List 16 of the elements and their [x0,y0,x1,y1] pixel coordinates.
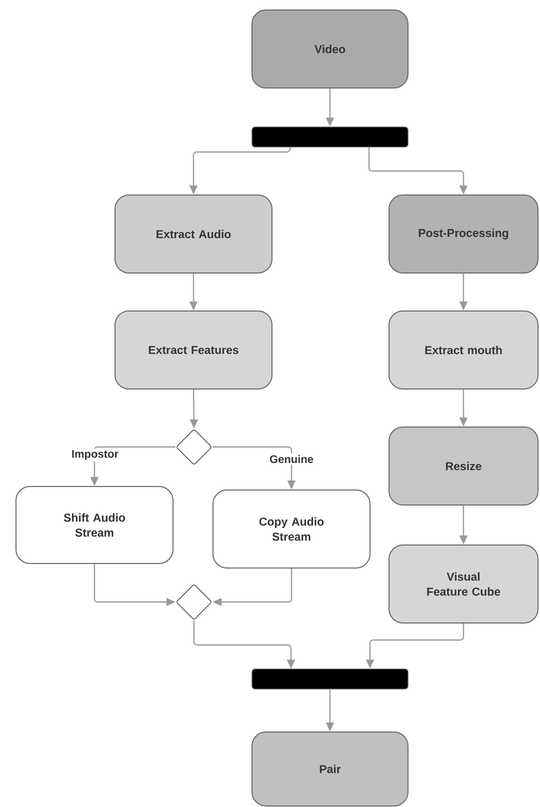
sync-bar [252,126,408,148]
sync-bar [252,668,408,690]
edge-label: Genuine [268,453,315,465]
activity-box: Extract mouth [388,310,538,390]
decision-diamond [176,584,212,620]
activity-box: Extract Features [114,310,272,390]
activity-box: Pair [252,732,408,806]
activity-box: Visual Feature Cube [388,544,538,624]
edge-label: Impostor [70,448,120,462]
activity-box: Extract Audio [114,194,272,274]
activity-box: Copy Audio Stream [212,490,370,568]
decision-diamond [176,430,212,464]
activity-box: Resize [388,426,538,506]
activity-box: Post-Processing [388,194,538,274]
activity-box: Video [252,10,408,88]
activity-box: Shift Audio Stream [16,486,174,564]
